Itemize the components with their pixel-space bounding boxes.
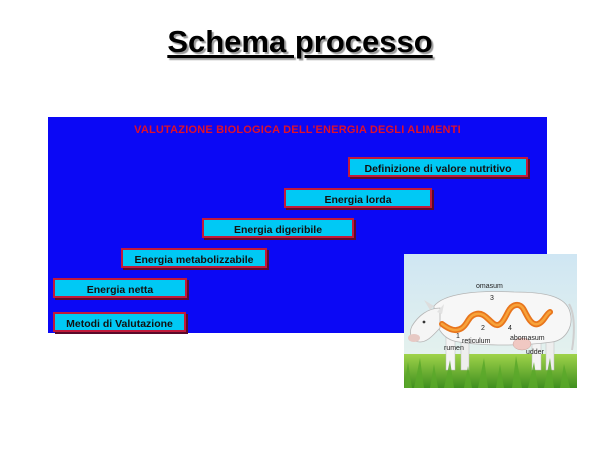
label-number-1: 1 [456,333,460,340]
step-energia-metabolizzabile: Energia metabolizzabile [121,248,267,268]
step-definizione-valore-nutritivo: Definizione di valore nutritivo [348,157,528,177]
cow-horn [424,300,434,310]
grass-blades [404,356,570,388]
cow-stomach-illustration: omasum 3 1 2 4 reticulum abomasum rumen … [404,254,577,388]
step-energia-netta: Energia netta [53,278,187,298]
digestive-tract-highlight [440,303,552,332]
label-rumen: rumen [444,345,464,352]
step-energia-digeribile: Energia digeribile [202,218,354,238]
cow-ear [437,304,444,314]
label-number-4: 4 [508,325,512,332]
step-metodi-di-valutazione: Metodi di Valutazione [53,312,186,332]
cow-eye [422,320,426,324]
label-reticulum: reticulum [462,338,491,345]
step-energia-lorda: Energia lorda [284,188,432,208]
cow-muzzle [408,334,420,342]
cow-stomach-svg: omasum 3 1 2 4 reticulum abomasum rumen … [404,254,577,388]
label-number-3: 3 [490,295,494,302]
panel-title: VALUTAZIONE BIOLOGICA DELL'ENERGIA DEGLI… [134,124,461,136]
slide-title: Schema processo [167,24,433,59]
cow-udder [512,337,532,351]
label-abomasum: abomasum [510,335,545,342]
cow-tail [568,303,575,351]
energy-diagram-panel: VALUTAZIONE BIOLOGICA DELL'ENERGIA DEGLI… [48,117,547,333]
label-number-2: 2 [481,325,485,332]
label-udder: udder [526,349,545,356]
label-omasum: omasum [476,283,503,290]
